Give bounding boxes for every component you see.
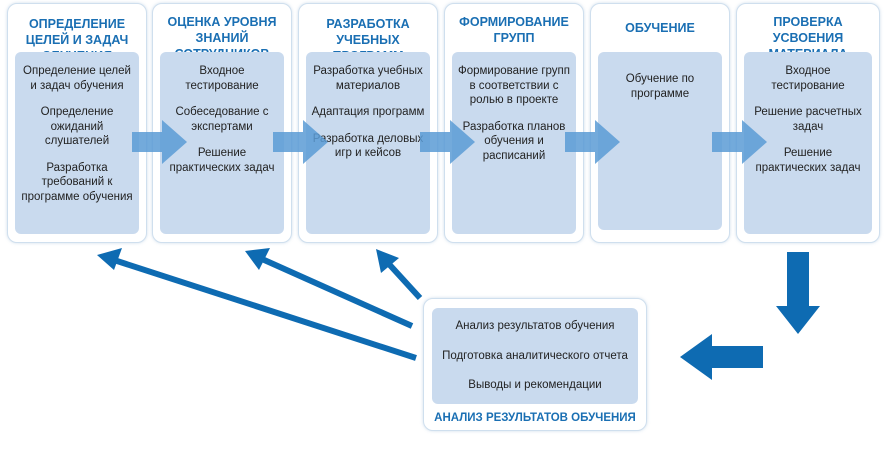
stage-item: Адаптация программ: [311, 106, 425, 118]
stage-goals: ОПРЕДЕЛЕНИЕ ЦЕЛЕЙ И ЗАДАЧ ОБУЧЕНИЯ Опред…: [7, 3, 147, 243]
stage-item: Входное тестирование: [771, 65, 845, 92]
analysis-title: АНАЛИЗ РЕЗУЛЬТАТОВ ОБУЧЕНИЯ: [434, 412, 636, 424]
stage-body: Определение целей и задач обучения Опред…: [15, 52, 139, 234]
stage-body: Входное тестирование Собеседование с экс…: [160, 52, 284, 234]
stage-assessment: ОЦЕНКА УРОВНЯ ЗНАНИЙ СОТРУДНИКОВ Входное…: [152, 3, 292, 243]
stage-item: Определение целей и задач обучения: [23, 65, 131, 92]
analysis-item: Выводы и рекомендации: [468, 379, 602, 391]
stage-item: Разработка требований к программе обучен…: [21, 161, 133, 203]
stage-program-development: РАЗРАБОТКА УЧЕБНЫХ ПРОГРАММ Разработка у…: [298, 3, 438, 243]
stage-item: Входное тестирование: [185, 65, 259, 92]
analysis-box: Анализ результатов обучения Подготовка а…: [423, 298, 647, 431]
stage-item: Решение практических задач: [755, 147, 861, 174]
stage-body: Входное тестирование Решение расчетных з…: [744, 52, 872, 234]
flow-arrow-icon: [132, 120, 187, 164]
stage-item: Обучение по программе: [625, 73, 695, 100]
stage-item: Формирование групп в соответствии с роль…: [457, 65, 571, 106]
stage-item: Разработка планов обучения и расписаний: [462, 120, 566, 162]
down-arrow-icon: [776, 252, 820, 334]
flow-arrow-icon: [565, 120, 620, 164]
stage-item: Решение практических задач: [169, 147, 275, 174]
stage-training: ОБУЧЕНИЕ Обучение по программе: [590, 3, 730, 243]
feedback-arrow-to-stage2-icon: [245, 248, 414, 329]
stage-title: ОБУЧЕНИЕ: [625, 21, 695, 35]
stage-item: Разработка деловых игр и кейсов: [312, 132, 424, 160]
analysis-item: Анализ результатов обучения: [455, 320, 615, 332]
stage-item: Разработка учебных материалов: [313, 65, 423, 92]
analysis-item: Подготовка аналитического отчета: [442, 349, 628, 362]
stage-item: Решение расчетных задач: [754, 106, 862, 133]
stage-title: ФОРМИРОВАНИЕ ГРУПП: [459, 15, 569, 45]
flow-arrow-icon: [712, 120, 767, 164]
stage-item: Собеседование с экспертами: [175, 106, 269, 133]
feedback-arrow-to-stage3-icon: [376, 249, 423, 301]
flow-arrow-icon: [273, 120, 328, 164]
left-arrow-icon: [680, 334, 763, 380]
flow-arrow-icon: [420, 120, 475, 164]
stage-item: Определение ожиданий слушателей: [40, 106, 114, 147]
feedback-arrow-to-stage1-icon: [97, 248, 417, 361]
stage-verification: ПРОВЕРКА УСВОЕНИЯ МАТЕРИАЛА Входное тест…: [736, 3, 880, 243]
analysis-body: Анализ результатов обучения Подготовка а…: [432, 308, 638, 404]
